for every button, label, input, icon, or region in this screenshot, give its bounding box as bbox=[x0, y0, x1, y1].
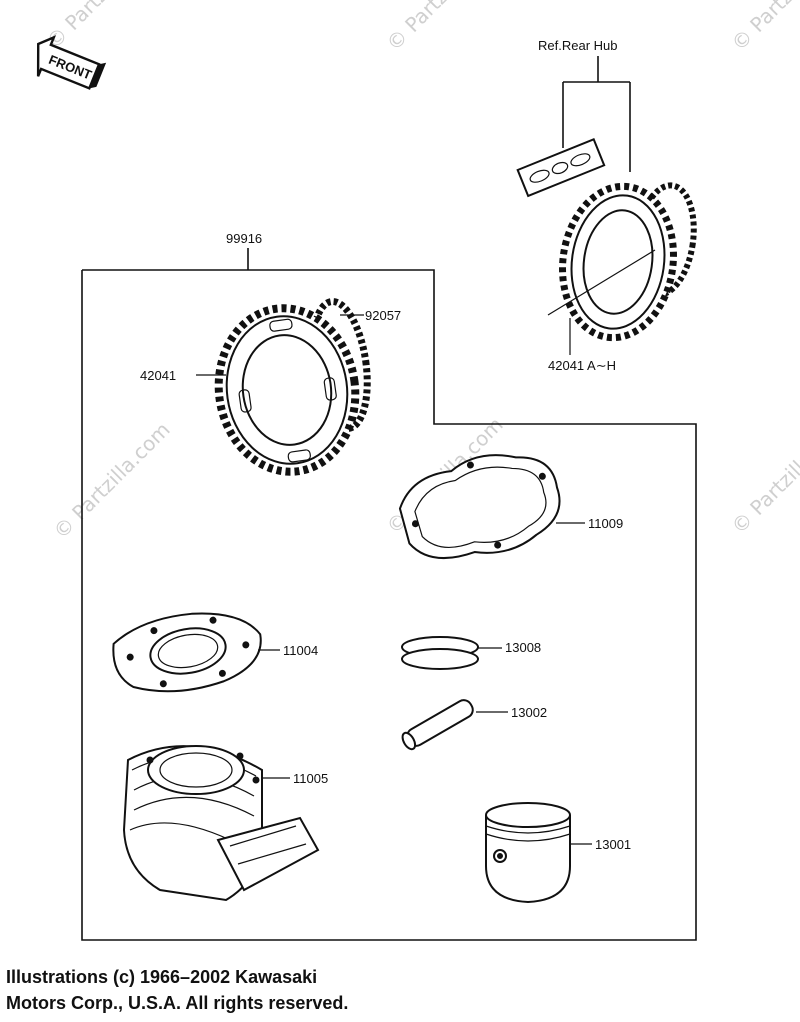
callout-11009: 11009 bbox=[588, 516, 623, 531]
callout-11005: 11005 bbox=[293, 771, 328, 786]
gasket-11009 bbox=[398, 454, 561, 559]
piston-13001 bbox=[485, 802, 571, 904]
callout-42041: 42041 bbox=[140, 368, 176, 383]
copyright-footer: Illustrations (c) 1966–2002 Kawasaki Mot… bbox=[6, 964, 786, 1016]
piston-rings-13008 bbox=[401, 636, 479, 670]
watermark-top-left: © Partzilla.com bbox=[42, 0, 168, 54]
kit-boundary bbox=[81, 269, 697, 941]
copyright-line-2: Motors Corp., U.S.A. All rights reserved… bbox=[6, 993, 349, 1013]
cylinder-11005 bbox=[122, 745, 320, 902]
rear-sprocket-ref bbox=[547, 182, 697, 355]
watermark-left: © Partzilla.com bbox=[49, 417, 175, 543]
watermark-top-center: © Partzilla.com bbox=[382, 0, 508, 56]
callout-13001: 13001 bbox=[595, 837, 631, 852]
callout-ref-rear-hub: Ref.Rear Hub bbox=[538, 38, 617, 53]
watermark-top-right: © Partzilla.com bbox=[727, 0, 800, 56]
ref-rear-hub-bracket bbox=[562, 56, 631, 172]
sprocket-42041 bbox=[214, 304, 360, 476]
watermark-right: © Partzilla.com bbox=[727, 412, 800, 538]
copyright-line-1: Illustrations (c) 1966–2002 Kawasaki bbox=[6, 967, 318, 987]
callout-42041-a-h: 42041 A∼H bbox=[548, 358, 616, 373]
gasket-11004 bbox=[112, 612, 262, 693]
callout-13002: 13002 bbox=[511, 705, 547, 720]
callout-92057: 92057 bbox=[365, 308, 401, 323]
callout-11004: 11004 bbox=[283, 643, 318, 658]
piston-pin-13002 bbox=[401, 699, 474, 751]
callout-13008: 13008 bbox=[505, 640, 541, 655]
chain-master-link bbox=[516, 137, 606, 198]
callout-99916: 99916 bbox=[226, 231, 262, 246]
